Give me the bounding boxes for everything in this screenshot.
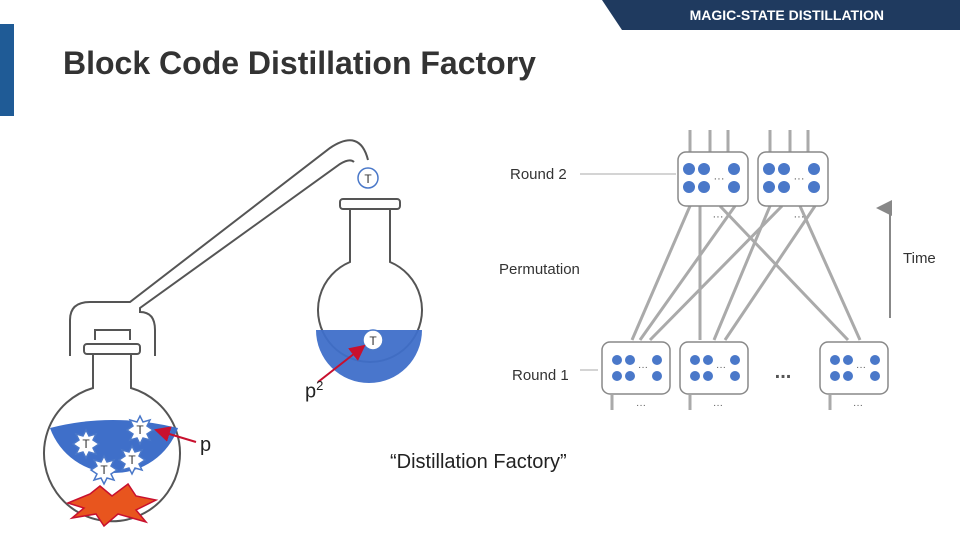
round2-ellipsis-1: ··· [714, 173, 725, 185]
p-squared-base: p [305, 380, 317, 403]
round1-ellipsis-3: ··· [856, 362, 866, 373]
section-tag-text: MAGIC-STATE DISTILLATION [689, 7, 884, 23]
round1-dots [612, 355, 880, 381]
lower-flask [43, 343, 181, 523]
time-label: Time [903, 250, 936, 267]
t-glyphs: T T T T T T [82, 172, 377, 477]
p-squared-label: p2 [305, 378, 323, 404]
round2-dots [683, 163, 820, 193]
upper-flask [316, 198, 423, 383]
star-t-label-2: T [82, 437, 90, 451]
star-t-label-4: T [100, 463, 108, 477]
accent-bar [0, 24, 14, 116]
round1-modules [601, 341, 889, 395]
round1-big-ellipsis: ... [775, 361, 792, 383]
p-squared-exponent: 2 [316, 378, 324, 393]
droplet-t-label: T [364, 172, 372, 186]
round1-ellipsis-2: ··· [716, 362, 726, 373]
label-leaders [580, 173, 676, 371]
t-state-stars [71, 414, 155, 486]
flask-t-label: T [369, 334, 377, 348]
p2-arrow [317, 344, 366, 383]
round2-ellipsis-2: ··· [794, 173, 805, 185]
round1-label: Round 1 [512, 367, 569, 384]
round1-ellipsis-1: ··· [638, 362, 648, 373]
star-t-label-1: T [136, 423, 144, 437]
round1-wire-ellipsis-2: ··· [713, 400, 723, 411]
permutation-wiring [610, 130, 862, 410]
round2-wire-ellipsis-2: ··· [794, 211, 805, 223]
slide-title: Block Code Distillation Factory [63, 45, 536, 81]
flask-t-state [362, 329, 384, 351]
factory-caption: “Distillation Factory” [390, 451, 567, 473]
flame-icon [65, 482, 159, 528]
star-t-label-3: T [128, 453, 136, 467]
round2-modules [677, 151, 829, 207]
droplet-t-state [357, 167, 379, 189]
permutation-label: Permutation [499, 261, 580, 278]
ellipses: ··· ··· ··· ··· ··· ··· ··· ··· ··· ··· … [636, 173, 866, 411]
round2-wire-ellipsis-1: ··· [713, 211, 724, 223]
round1-wire-ellipsis-3: ··· [853, 400, 863, 411]
p-arrow [154, 426, 197, 443]
distillation-tube [69, 139, 369, 356]
section-tag: MAGIC-STATE DISTILLATION [602, 0, 960, 30]
round2-label: Round 2 [510, 166, 567, 183]
round1-wire-ellipsis-1: ··· [636, 400, 646, 411]
p-label: p [200, 434, 212, 456]
